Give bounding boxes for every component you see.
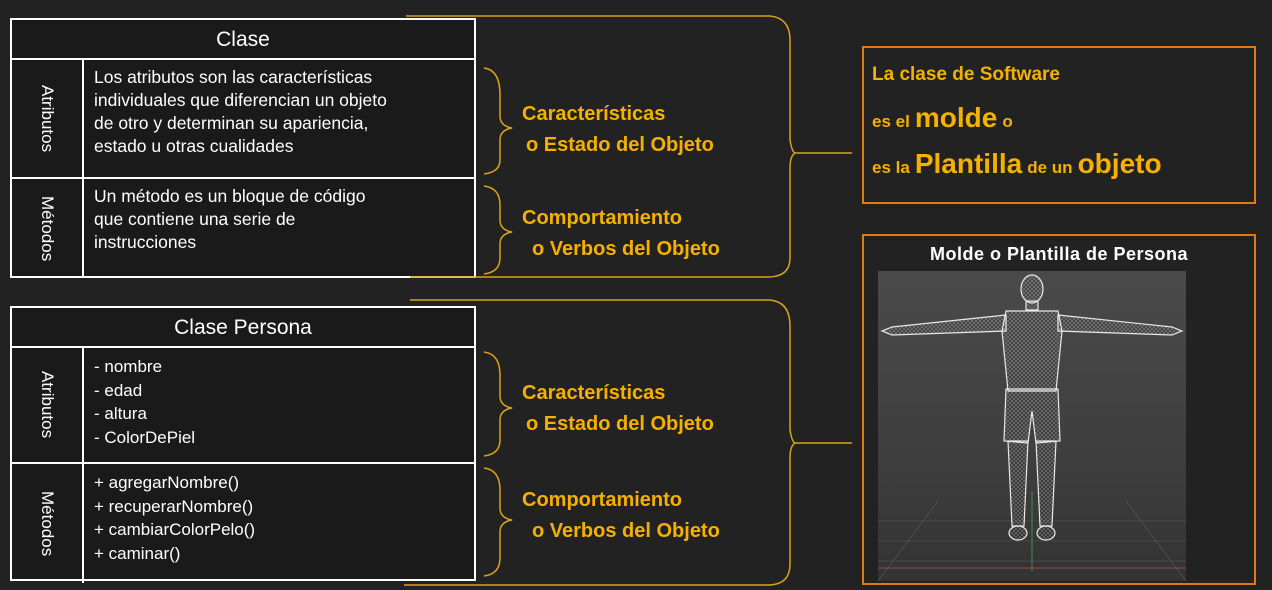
list-item: - edad [94, 380, 143, 400]
annotation-top-behavior-2: o Verbos del Objeto [532, 238, 720, 260]
template-image-panel: Molde o Plantilla de Persona [862, 234, 1256, 585]
annotation-top-behavior-1: Comportamiento [522, 207, 682, 229]
annotation-bottom-state-1: Características [522, 382, 666, 404]
persona-attributes-list: - nombre - edad - altura - ColorDePiel [84, 348, 474, 462]
definition-line-1: La clase de Software [872, 64, 1060, 85]
annotation-top-state-2: o Estado del Objeto [526, 134, 714, 156]
annotation-top-state-1: Características [522, 103, 666, 125]
persona-class-title: Clase Persona [12, 308, 474, 348]
methods-row: Métodos Un método es un bloque de código… [12, 177, 474, 278]
persona-methods-row: Métodos + agregarNombre() + recuperarNom… [12, 462, 474, 583]
definition-box: La clase de Software es el molde o es la… [862, 46, 1256, 204]
brace-top-attributes [483, 67, 513, 175]
definition-line-3: es la Plantilla de un objeto [872, 148, 1162, 179]
list-item: + agregarNombre() [94, 473, 240, 492]
list-item: + caminar() [94, 543, 181, 563]
persona-methods-label: Métodos [12, 464, 84, 583]
attributes-label: Atributos [12, 60, 84, 177]
annotation-bottom-behavior-1: Comportamiento [522, 489, 682, 511]
persona-class-box: Clase Persona Atributos - nombre - edad … [10, 306, 476, 583]
annotation-bottom-behavior-2: o Verbos del Objeto [532, 520, 720, 542]
class-box: Clase Atributos Los atributos son las ca… [10, 18, 476, 278]
list-item: - altura [94, 404, 147, 423]
brace-top-methods [483, 185, 513, 275]
class-title: Clase [12, 20, 474, 60]
annotation-bottom-state-2: o Estado del Objeto [526, 413, 714, 435]
methods-label: Métodos [12, 179, 84, 278]
methods-description: Un método es un bloque de código que con… [94, 186, 366, 252]
list-item: - ColorDePiel [94, 427, 196, 447]
persona-attributes-label: Atributos [12, 348, 84, 462]
attributes-row: Atributos Los atributos son las caracter… [12, 60, 474, 177]
list-item: - nombre [94, 357, 163, 376]
brace-bottom-attributes [483, 351, 513, 457]
definition-line-2: es el molde o [872, 102, 1013, 133]
wireframe-human-figure-icon [877, 271, 1187, 582]
image-panel-title: Molde o Plantilla de Persona [929, 244, 1189, 264]
list-item: + cambiarColorPelo() [94, 520, 256, 539]
brace-top-large [406, 15, 852, 278]
list-item: + recuperarNombre() [94, 496, 254, 516]
attributes-description: Los atributos son las características in… [94, 67, 387, 156]
persona-attributes-row: Atributos - nombre - edad - altura - Col… [12, 348, 474, 462]
brace-bottom-large [404, 299, 852, 586]
persona-methods-list: + agregarNombre() + recuperarNombre() + … [84, 464, 474, 583]
brace-bottom-methods [483, 467, 513, 577]
